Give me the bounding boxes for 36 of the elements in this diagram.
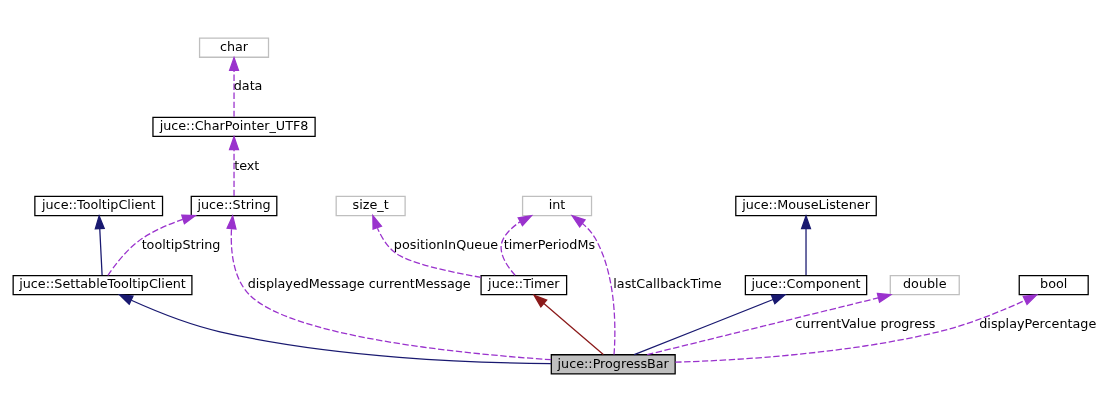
edge-label: text [234,157,260,173]
node-box: int [521,195,593,217]
arrow [94,214,106,276]
node-box: juce::MouseListener [735,195,877,217]
arrow [228,55,240,118]
edge-label: tooltipString [141,236,221,252]
arrow [500,214,534,276]
arrow [570,214,616,356]
edge-label: timerPeriodMs [503,236,596,252]
arrow [674,294,1039,363]
node-box: juce::TooltipClient [34,195,164,217]
edge-label: data [233,78,263,94]
arrow [107,214,198,276]
arrow [532,293,604,356]
node-box: juce::SettableTooltipClient [12,274,193,296]
edge-label: displayPercentage [979,315,1097,331]
node-box: size_t [335,195,406,217]
node-box: juce::Component [744,274,868,296]
node-box: bool [1018,274,1089,296]
node-box: juce::ProgressBar [550,354,676,375]
node-box: juce::String [190,195,278,217]
node-box: double [889,274,960,296]
arrow [633,294,787,356]
arrow [117,294,552,365]
node-box: char [198,37,270,58]
edge-label: lastCallbackTime [613,276,722,292]
arrow [228,134,240,197]
edge-label: displayedMessage currentMessage [247,276,471,292]
arrow [646,292,893,356]
edge-label: currentValue progress [795,315,936,331]
node-box: juce::Timer [480,274,568,296]
arrow [226,213,552,361]
node-box: juce::CharPointer_UTF8 [152,116,316,138]
edge-label: positionInQueue [393,236,499,252]
arrow [372,213,482,278]
arrow [800,214,812,276]
